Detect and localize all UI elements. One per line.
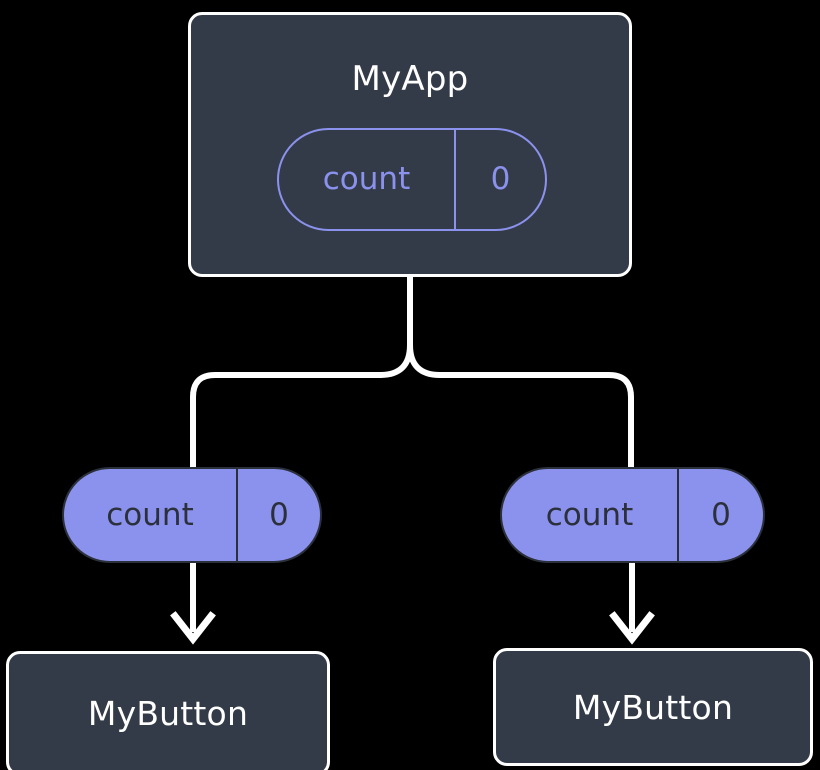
- state-pill-key: count: [322, 161, 411, 197]
- prop-pill-value-right: 0: [677, 469, 763, 561]
- edge-root-to-right-child: [407, 274, 634, 473]
- state-pill-count[interactable]: count 0: [277, 128, 547, 231]
- prop-pill-count-right[interactable]: count 0: [500, 467, 765, 563]
- component-label-myapp: MyApp: [351, 59, 469, 99]
- component-label-mybutton-right: MyButton: [572, 687, 734, 727]
- component-label-mybutton-left: MyButton: [87, 694, 249, 733]
- prop-pill-value-left: 0: [236, 469, 320, 561]
- component-node-mybutton-right[interactable]: MyButton: [493, 648, 813, 766]
- state-pill-value: 0: [454, 130, 545, 229]
- component-node-myapp[interactable]: MyApp: [188, 12, 632, 277]
- prop-pill-key-left: count: [106, 496, 194, 533]
- component-node-mybutton-left[interactable]: MyButton: [6, 651, 330, 770]
- prop-pill-key-right: count: [545, 496, 634, 533]
- prop-pill-count-left[interactable]: count 0: [62, 467, 322, 563]
- arrow-head-right-icon: [609, 611, 655, 645]
- arrow-head-left-icon: [170, 611, 216, 645]
- edge-root-to-left-child: [190, 274, 413, 473]
